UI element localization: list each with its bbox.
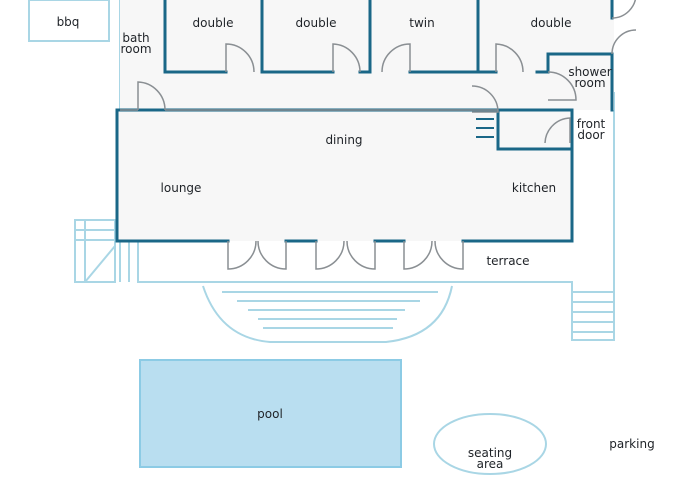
label-double-2: double (296, 16, 337, 30)
label-dining: dining (325, 133, 362, 147)
label-front: front (577, 117, 606, 131)
label-bath-room: room (120, 42, 151, 56)
label-shower: shower (568, 65, 611, 79)
label-shower-room: room (574, 76, 605, 90)
label-seating: seating (468, 446, 512, 460)
outdoor-elements (28, 0, 615, 475)
label-pool: pool (257, 407, 283, 421)
room-labels: bbq bath room double double twin double … (57, 15, 655, 471)
entry-steps (571, 282, 614, 341)
pool (139, 359, 402, 468)
label-parking: parking (609, 437, 654, 451)
label-double-1: double (193, 16, 234, 30)
label-lounge: lounge (161, 181, 202, 195)
side-stairs (74, 219, 130, 283)
kitchen-stairs (476, 118, 494, 138)
label-seating-area: area (477, 457, 504, 471)
label-double-3: double (531, 16, 572, 30)
pool-steps (202, 285, 453, 343)
bbq-area (28, 0, 110, 42)
label-bath: bath (122, 31, 149, 45)
label-terrace: terrace (486, 254, 529, 268)
label-twin: twin (409, 16, 434, 30)
seating-area (433, 413, 547, 475)
doors (137, 0, 637, 270)
label-front-door: door (577, 128, 604, 142)
label-bbq: bbq (57, 15, 80, 29)
label-kitchen: kitchen (512, 181, 556, 195)
room-fills (117, 0, 614, 241)
